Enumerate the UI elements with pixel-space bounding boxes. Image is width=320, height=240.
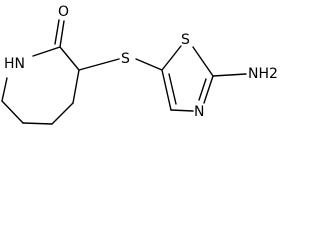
thioether-linkage bbox=[78, 58, 163, 71]
thioether-sulfur-label: S bbox=[121, 51, 130, 67]
bond-c5thz-s1 bbox=[161, 45, 182, 71]
bond-c2-o-second bbox=[54, 19, 60, 45]
bond-c4-c5 bbox=[51, 102, 74, 125]
bond-c7-n1 bbox=[1, 77, 8, 102]
bond-c5-c6 bbox=[22, 122, 53, 125]
bond-c2thz-n3-second bbox=[198, 78, 207, 101]
thiazole-nitrogen-label: N bbox=[194, 104, 204, 120]
bond-c2-o bbox=[59, 20, 65, 48]
azepanone-ring bbox=[1, 46, 80, 125]
carbonyl-double-bond bbox=[54, 19, 65, 48]
bond-c3-s bbox=[78, 58, 120, 71]
bond-n1-c2 bbox=[32, 46, 61, 57]
thiazole-sulfur-label: S bbox=[181, 32, 190, 48]
bond-c4thz-c5thz bbox=[161, 69, 172, 111]
bond-c6-c7 bbox=[1, 100, 24, 124]
bond-c2-c3 bbox=[59, 46, 80, 71]
amino-group-label: NH2 bbox=[248, 66, 278, 82]
oxygen-label: O bbox=[58, 4, 69, 20]
molecule-structure: O HN S S N NH2 bbox=[1, 4, 278, 125]
bond-c4thz-c5thz-second bbox=[168, 73, 177, 105]
bond-n3-c4thz bbox=[170, 109, 194, 112]
bond-c2thz-n3 bbox=[203, 75, 214, 104]
bond-s1-c2thz bbox=[192, 46, 214, 77]
bond-s-c5thz bbox=[135, 58, 163, 71]
thiazole-ring bbox=[161, 45, 214, 112]
bond-c2thz-nh2 bbox=[212, 73, 247, 77]
bond-c3-c4 bbox=[72, 69, 80, 104]
ring-nitrogen-label: HN bbox=[4, 56, 25, 72]
